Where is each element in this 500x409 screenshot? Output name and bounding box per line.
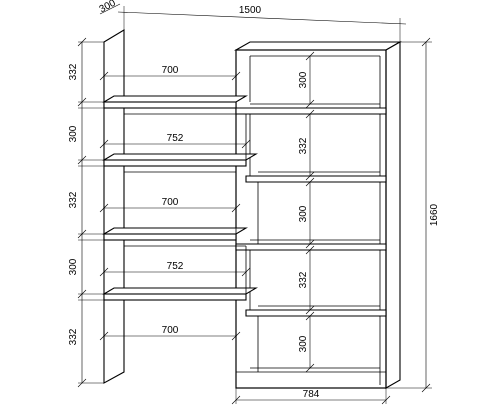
dimension-total-height: 1660 [386, 37, 440, 393]
right-shelf-3 [235, 239, 387, 251]
label-depth: 300 [98, 0, 118, 15]
label-left-shelf-width-2: 752 [167, 133, 184, 144]
dimension-total-width: 1500 [117, 5, 407, 42]
left-shelf-3 [102, 171, 248, 241]
right-shelf-2 [245, 171, 387, 183]
label-right-height-2: 332 [298, 137, 309, 154]
dimension-cabinet-width: 784 [231, 388, 391, 405]
dimension-left-shelf-widths: 700 752 700 752 700 [99, 65, 251, 341]
label-cabinet-width: 784 [303, 389, 320, 400]
right-cabinet [233, 41, 403, 389]
label-left-height-4: 300 [68, 258, 79, 275]
label-left-height-3: 332 [68, 191, 79, 208]
label-total-width: 1500 [239, 5, 262, 16]
label-right-height-5: 300 [298, 335, 309, 352]
left-chain-ticks [77, 37, 104, 388]
left-shelf-4 [102, 245, 258, 301]
dimension-chain-left: 332 300 332 300 332 [68, 37, 104, 388]
label-left-height-5: 332 [68, 328, 79, 345]
label-left-shelf-width-1: 700 [162, 65, 179, 76]
label-right-height-1: 300 [298, 71, 309, 88]
label-left-height-1: 332 [68, 63, 79, 80]
label-left-shelf-width-3: 700 [162, 197, 179, 208]
right-shelf-1 [235, 103, 387, 115]
left-section-shelves [102, 95, 258, 301]
right-shelf-4 [245, 305, 387, 317]
dimension-depth: 300 [98, 0, 121, 15]
label-left-shelf-width-5: 700 [162, 325, 179, 336]
label-left-height-2: 300 [68, 125, 79, 142]
label-right-height-3: 300 [298, 205, 309, 222]
label-total-height: 1660 [429, 203, 440, 226]
label-right-height-4: 332 [298, 271, 309, 288]
label-left-shelf-width-4: 752 [167, 261, 184, 272]
left-shelf-1 [102, 95, 248, 109]
left-side-panel [103, 29, 125, 384]
right-cabinet-shelves [235, 103, 387, 372]
left-shelf-2 [102, 113, 258, 167]
dimension-right-section-heights: 300 332 300 332 300 [298, 51, 315, 373]
